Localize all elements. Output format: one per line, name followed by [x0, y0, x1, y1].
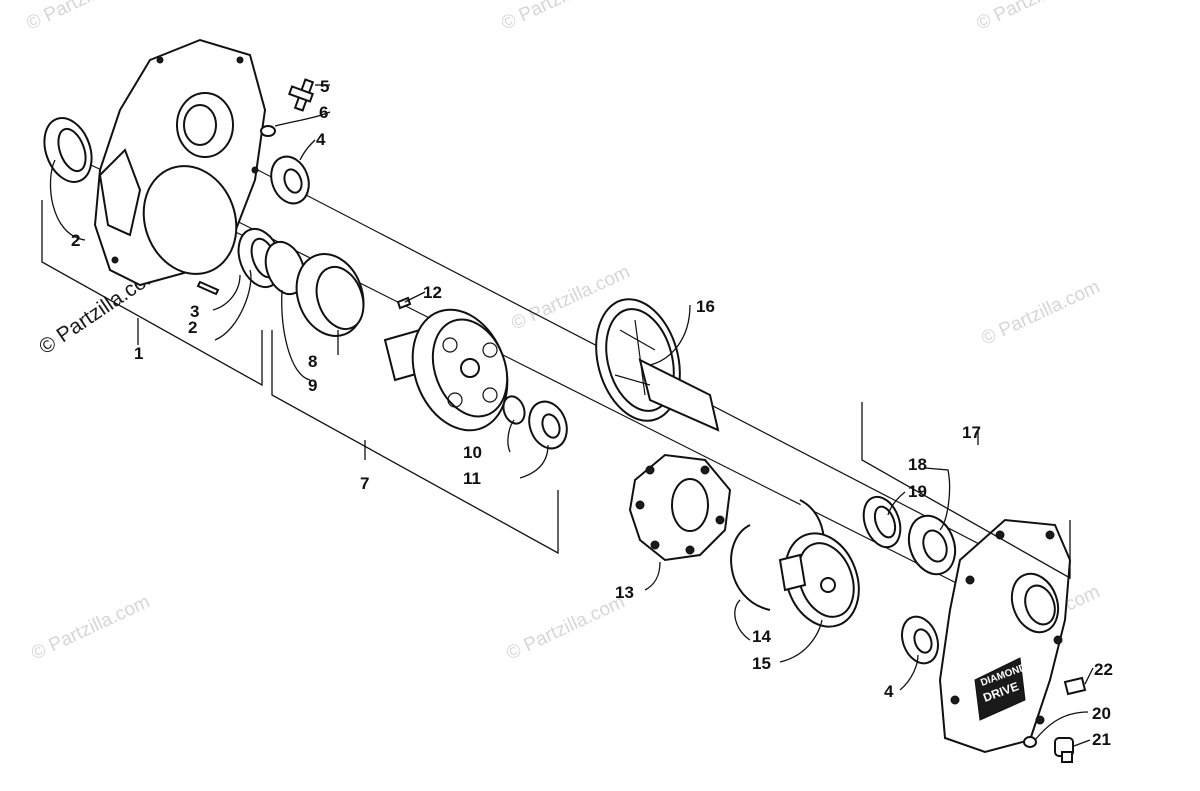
callout-label: 11 [463, 469, 481, 488]
seal-left [43, 117, 93, 183]
snap-ring [264, 240, 306, 296]
watermark-faint: © Partzilla.com [978, 276, 1103, 349]
dowel-pin [196, 280, 220, 296]
callout-label: 21 [1092, 730, 1111, 749]
thrust-washer [502, 395, 526, 425]
callout-label: 4 [884, 682, 894, 701]
leader-lines [49, 84, 1094, 747]
callout-label: 8 [308, 352, 317, 371]
callout-label: 13 [615, 583, 634, 602]
callout-label: 7 [360, 474, 369, 493]
watermark-faint: © Partzilla.com [503, 591, 628, 664]
callout-label: 17 [962, 423, 981, 442]
vent-fitting [288, 78, 315, 112]
callout-label: 2 [71, 231, 80, 250]
watermark-faint: © Partzilla.com [498, 0, 623, 35]
seal-right [862, 495, 902, 549]
callout-label: 14 [752, 627, 771, 646]
bearing-right [907, 514, 957, 576]
screw-small [396, 296, 412, 310]
callout-label: 9 [308, 376, 317, 395]
bolt [1063, 676, 1087, 696]
callout-label: 3 [190, 302, 199, 321]
callout-label: 12 [423, 283, 442, 302]
gear-shaft [595, 298, 720, 432]
callout-label: 4 [316, 130, 326, 149]
callout-numbers: 1 2 2 3 4 4 5 6 7 8 9 10 11 12 13 14 15 … [71, 77, 1113, 749]
watermark-faint: © Partzilla.com [973, 0, 1098, 35]
group-brackets [41, 200, 1071, 580]
bearing-large [295, 253, 365, 337]
output-shaft-ring-gear [383, 308, 509, 432]
bearing-lower [901, 615, 939, 665]
cover-plate: DIAMOND DRIVE [938, 518, 1072, 754]
callout-label: 19 [908, 482, 927, 501]
watermark-faint: © Partzilla.com [28, 591, 153, 664]
callout-label: 1 [134, 344, 143, 363]
callout-label: 22 [1094, 660, 1113, 679]
callout-label: 5 [320, 77, 329, 96]
planetary-carrier [628, 453, 732, 562]
callout-label: 18 [908, 455, 927, 474]
housing-case [93, 38, 267, 287]
callout-label: 16 [696, 297, 715, 316]
watermark-faint: © Partzilla.com [23, 0, 148, 35]
diamond-drive-plate [974, 657, 1026, 721]
callout-label: 20 [1092, 704, 1111, 723]
drain-washer [1023, 736, 1037, 748]
drain-plug [1054, 737, 1074, 763]
bearing-mid [528, 400, 568, 450]
bearing-upper [270, 155, 310, 205]
callout-label: 2 [188, 318, 197, 337]
callout-label: 10 [463, 443, 482, 462]
idler-gear [778, 532, 860, 628]
washer-small [260, 125, 276, 137]
callout-label: 15 [752, 654, 771, 673]
callout-label: 6 [319, 103, 328, 122]
